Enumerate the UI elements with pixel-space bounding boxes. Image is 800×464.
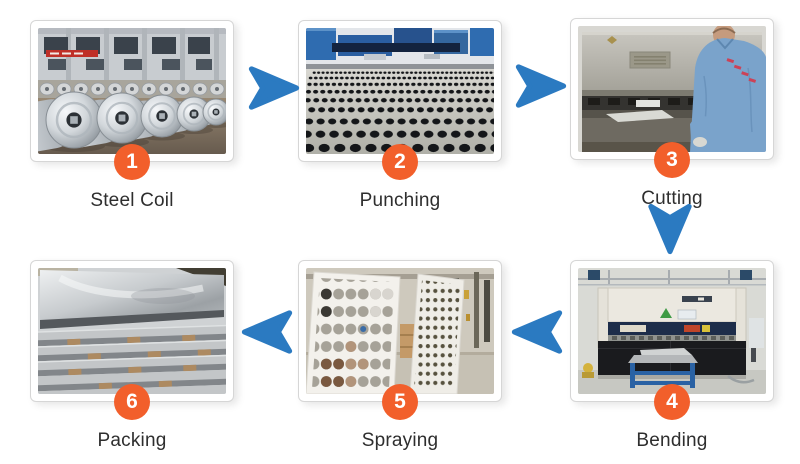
arrow-right-icon [248,66,300,110]
step-number-badge: 3 [654,142,690,178]
step-photo-card [570,18,774,160]
step-packing: 6 Packing [30,260,234,464]
flow-arrow-4-left [511,309,563,355]
step-number-badge: 1 [114,144,150,180]
arrow-left-icon [241,310,293,354]
step-number-badge: 6 [114,384,150,420]
step-label: Packing [97,430,167,451]
photo-spraying [306,268,494,394]
step-bending: 4 Bending [570,260,774,464]
photo-bending [578,268,766,394]
step-photo-card [570,260,774,402]
flow-arrow-5-left [241,309,293,355]
step-photo-card [30,260,234,402]
flow-arrow-3-down [647,203,693,255]
arrow-down-icon [648,203,692,255]
step-number-badge: 4 [654,384,690,420]
arrow-left-icon [511,310,563,354]
step-label: Bending [636,430,708,451]
photo-cutting [578,26,766,152]
step-photo-card [298,260,502,402]
step-steel-coil: 1 Steel Coil [30,20,234,235]
photo-punching [306,28,494,154]
flow-arrow-1-right [248,65,300,111]
step-label: Cutting [641,188,703,209]
photo-steel-coil [38,28,226,154]
step-photo-card [30,20,234,162]
photo-packing [38,268,226,394]
step-label: Spraying [361,430,439,451]
step-photo-card [298,20,502,162]
step-number-badge: 2 [382,144,418,180]
step-cutting: 3 Cutting [570,18,774,233]
step-spraying: 5 Spraying [298,260,502,464]
step-label: Punching [359,190,441,211]
step-label: Steel Coil [90,190,174,211]
arrow-right-icon [515,64,567,108]
flow-arrow-2-right [515,63,567,109]
step-number-badge: 5 [382,384,418,420]
step-punching: 2 Punching [298,20,502,235]
